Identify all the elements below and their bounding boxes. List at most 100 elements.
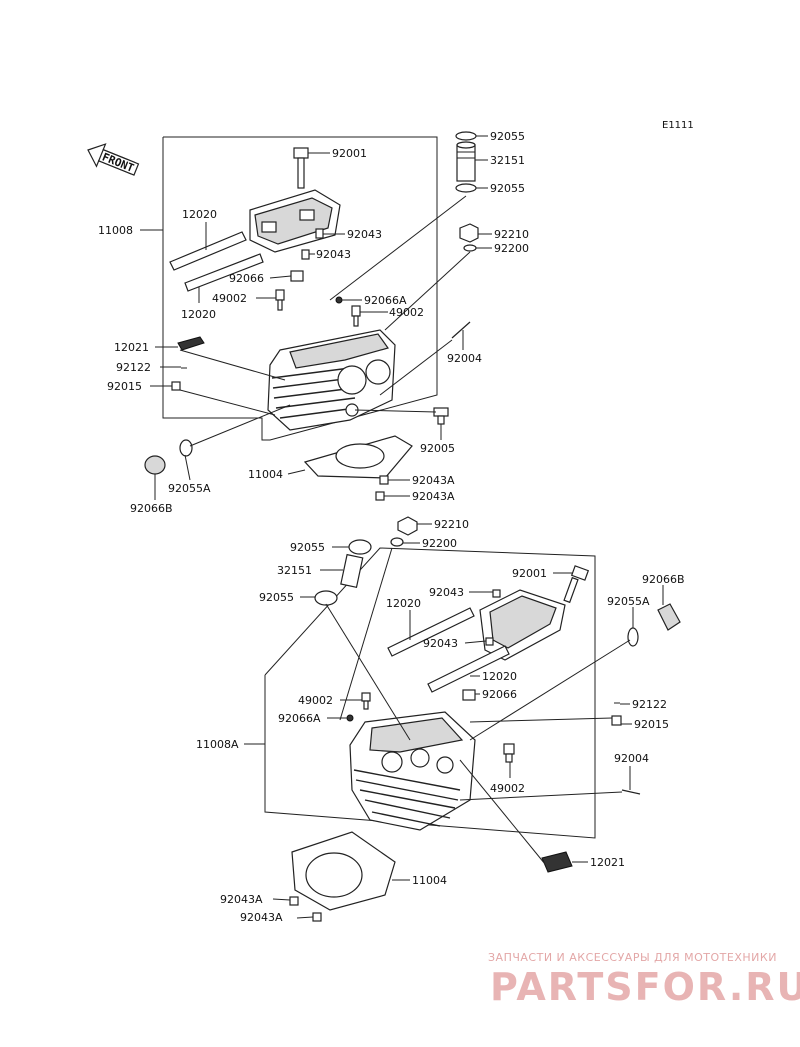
- front-label: FRONT: [100, 150, 136, 175]
- label-92055A: 92055A: [607, 595, 650, 608]
- fitting-49002-upper-b: [351, 305, 361, 327]
- gasket-11004-lower: [291, 831, 396, 911]
- washer-92200-lower: [390, 537, 404, 547]
- cover-12021-upper: [177, 336, 205, 351]
- label-92055: 92055: [259, 591, 294, 604]
- label-12021: 12021: [590, 856, 625, 869]
- o-ring-92055-a: [455, 131, 477, 141]
- assembly-frame-upper: [162, 136, 438, 441]
- watermark-brand: PARTSFOR.RU: [490, 965, 800, 1009]
- label-92015: 92015: [634, 718, 669, 731]
- label-92043: 92043: [316, 248, 351, 261]
- label-11004: 11004: [412, 874, 447, 887]
- dowel-92043A-c: [289, 896, 299, 906]
- plug-92015-lower: [611, 715, 622, 726]
- plug-92066B-lower: [657, 603, 681, 631]
- fitting-49002-upper-a: [275, 289, 285, 311]
- watermark-tagline: ЗАПЧАСТИ И АКСЕССУАРЫ ДЛЯ МОТОТЕХНИКИ: [488, 951, 777, 964]
- label-92066A: 92066A: [278, 712, 321, 725]
- pipe-32151-upper: [456, 141, 476, 182]
- leader-lines-lower: [272, 523, 664, 919]
- label-49002: 49002: [212, 292, 247, 305]
- label-92043A: 92043A: [240, 911, 283, 924]
- dowel-92043A-b: [375, 491, 385, 501]
- plug-92066A-lower: [346, 714, 354, 722]
- plug-92066-upper: [290, 270, 304, 282]
- label-11008A: 11008A: [196, 738, 239, 751]
- label-92066: 92066: [229, 272, 264, 285]
- rocker-housing-lower: [479, 589, 566, 661]
- bolt-92001-upper: [293, 147, 309, 189]
- shaft-12020-lower: [387, 607, 510, 693]
- label-11008: 11008: [98, 224, 133, 237]
- label-92043A: 92043A: [412, 474, 455, 487]
- label-92066B: 92066B: [642, 573, 685, 586]
- fitting-92005: [433, 407, 449, 425]
- label-92043A: 92043A: [412, 490, 455, 503]
- cylinder-head-upper: [267, 329, 396, 431]
- rocker-housing-upper: [249, 189, 341, 253]
- label-92055: 92055: [490, 182, 525, 195]
- label-49002: 49002: [298, 694, 333, 707]
- label-92122: 92122: [632, 698, 667, 711]
- label-92004: 92004: [447, 352, 482, 365]
- label-92043: 92043: [347, 228, 382, 241]
- label-92210: 92210: [494, 228, 529, 241]
- o-ring-92055-b: [455, 183, 477, 193]
- label-92015: 92015: [107, 380, 142, 393]
- dowel-92043-c: [492, 589, 501, 598]
- front-arrow-icon: FRONT: [87, 143, 140, 176]
- label-92066B: 92066B: [130, 502, 173, 515]
- stud-92004-lower: [621, 789, 641, 795]
- label-92005: 92005: [420, 442, 455, 455]
- cover-12021-lower: [541, 851, 573, 873]
- label-12020: 12020: [386, 597, 421, 610]
- o-ring-92055-c: [348, 539, 372, 555]
- label-92200: 92200: [422, 537, 457, 550]
- stud-92004-upper: [451, 321, 471, 339]
- leader-lines-upper: [150, 135, 492, 500]
- label-12020: 12020: [182, 208, 217, 221]
- o-ring-92055A-upper: [179, 439, 193, 457]
- shaft-12020-upper: [169, 231, 264, 292]
- label-32151: 32151: [277, 564, 312, 577]
- label-92055A: 92055A: [168, 482, 211, 495]
- plug-92015-upper: [171, 381, 181, 391]
- label-12020: 12020: [181, 308, 216, 321]
- part-labels: 92055 32151 92055 92001 11008 12020 9204…: [98, 130, 685, 924]
- label-92200: 92200: [494, 242, 529, 255]
- diagram-code: E1111: [662, 120, 694, 131]
- dowel-92043-b: [301, 249, 310, 260]
- label-92043: 92043: [429, 586, 464, 599]
- dowel-92043A-d: [312, 912, 322, 922]
- o-ring-92055A-lower: [627, 627, 639, 647]
- label-49002: 49002: [389, 306, 424, 319]
- label-92210: 92210: [434, 518, 469, 531]
- label-12020: 12020: [482, 670, 517, 683]
- plug-92066A-upper: [335, 296, 343, 304]
- label-32151: 32151: [490, 154, 525, 167]
- dowel-92043-d: [485, 637, 494, 646]
- washer-92200-upper: [463, 244, 477, 252]
- label-12021: 12021: [114, 341, 149, 354]
- plug-92066B-upper: [144, 455, 166, 475]
- plug-92066-lower: [462, 689, 476, 701]
- o-ring-92055-d: [314, 590, 338, 606]
- bolt-92001-lower: [563, 565, 590, 604]
- fitting-49002-lower-a: [361, 692, 371, 710]
- label-92066A: 92066A: [364, 294, 407, 307]
- cylinder-head-lower: [349, 711, 476, 831]
- nut-92210-upper: [459, 223, 479, 243]
- label-92001: 92001: [332, 147, 367, 160]
- label-49002: 49002: [490, 782, 525, 795]
- gasket-11004-upper: [303, 435, 413, 479]
- dowel-92043A-a: [379, 475, 389, 485]
- label-92043A: 92043A: [220, 893, 263, 906]
- label-92004: 92004: [614, 752, 649, 765]
- label-92055: 92055: [290, 541, 325, 554]
- label-92043: 92043: [423, 637, 458, 650]
- label-92001: 92001: [512, 567, 547, 580]
- label-92122: 92122: [116, 361, 151, 374]
- nut-92210-lower: [397, 516, 418, 536]
